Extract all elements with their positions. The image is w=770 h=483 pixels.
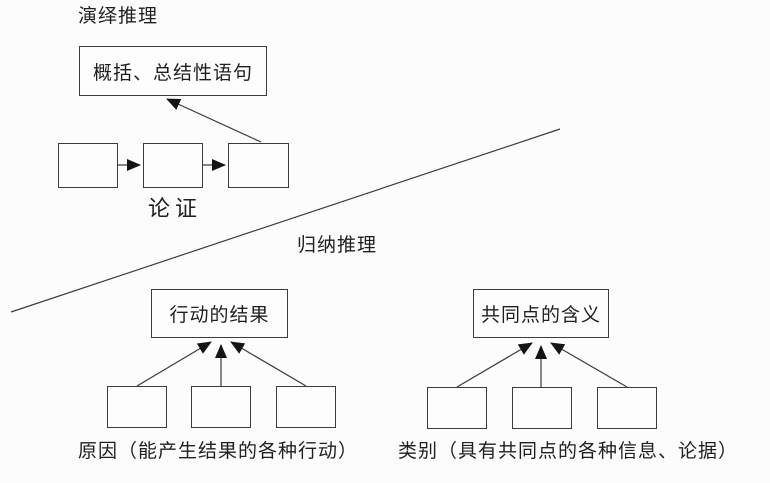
deduction-arrow-icon xyxy=(166,98,262,143)
common-point-label: 共同点的含义 xyxy=(480,304,601,326)
cause-box-1 xyxy=(107,386,167,428)
action-result-label: 行动的结果 xyxy=(169,304,270,326)
deduction-title: 演绎推理 xyxy=(78,5,159,27)
category-box-2 xyxy=(512,387,572,429)
summary-statement-label: 概括、总结性语句 xyxy=(92,61,253,84)
category-box-1 xyxy=(427,387,487,429)
right-converge-arrow-3-icon xyxy=(550,342,628,388)
argument-chain-label: 论证 xyxy=(148,197,203,222)
argument-step-box-3 xyxy=(228,143,289,188)
cause-box-3 xyxy=(276,386,336,428)
argument-step-box-1 xyxy=(58,143,118,188)
category-box-3 xyxy=(597,387,657,429)
left-converge-arrow-3-icon xyxy=(230,341,307,387)
causes-caption: 原因（能产生结果的各种行动） xyxy=(78,440,359,462)
induction-title: 归纳推理 xyxy=(297,234,378,256)
section-divider-line xyxy=(10,128,561,313)
cause-box-2 xyxy=(191,386,251,428)
left-converge-arrow-1-icon xyxy=(136,341,212,387)
categories-caption: 类别（具有共同点的各种信息、论据） xyxy=(398,440,739,462)
common-point-box: 共同点的含义 xyxy=(473,289,609,338)
summary-statement-box: 概括、总结性语句 xyxy=(79,46,267,96)
right-converge-arrow-1-icon xyxy=(456,342,533,388)
action-result-box: 行动的结果 xyxy=(151,289,288,338)
argument-step-box-2 xyxy=(143,143,203,188)
